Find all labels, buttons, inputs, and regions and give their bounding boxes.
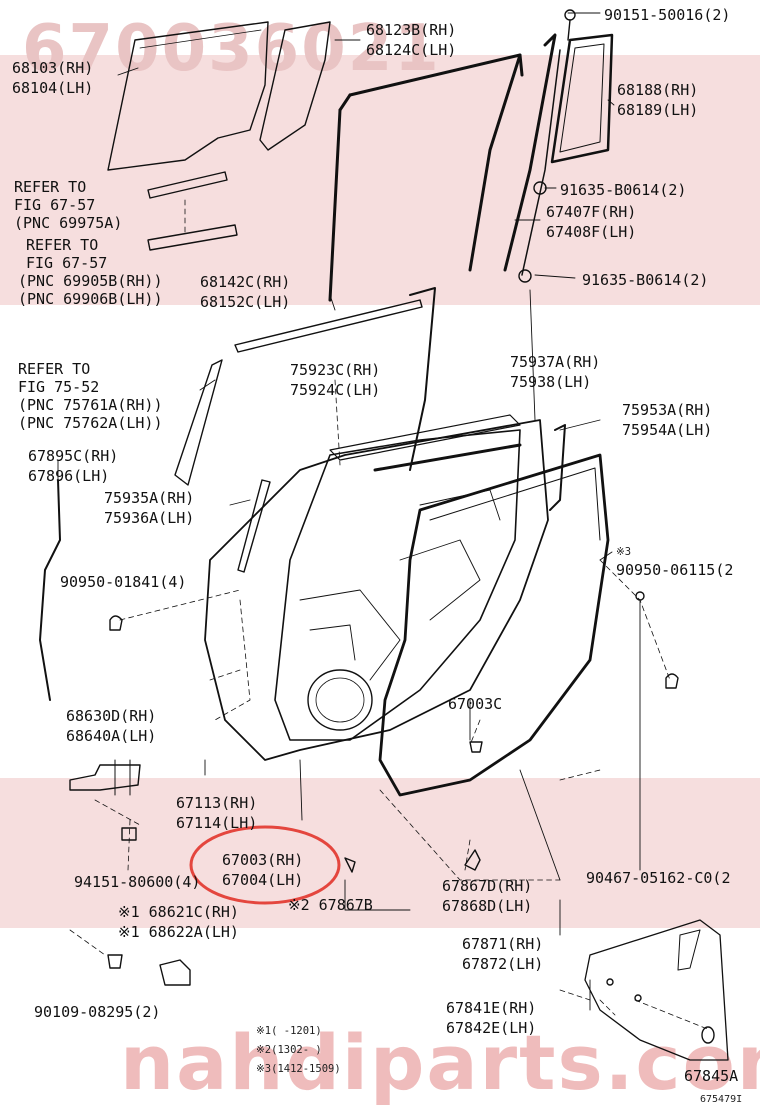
label-67003c: 67003C <box>448 695 503 713</box>
label-90109: 90109-08295(2) <box>34 1003 161 1021</box>
figure-id: 675479I <box>700 1094 743 1105</box>
label-68142c: 68142C(RH)68152C(LH) <box>200 273 291 311</box>
label-68103: 68103(RH)68104(LH) <box>12 59 94 97</box>
label-90467: 90467-05162-C0(2 <box>586 869 731 887</box>
label-75953a: 75953A(RH)75954A(LH) <box>622 401 713 439</box>
watermark-band-bottom <box>0 778 760 928</box>
label-67867d: 67867D(RH)67868D(LH) <box>442 877 533 915</box>
label-67841e: 67841E(RH)67842E(LH) <box>446 999 537 1037</box>
label-75923c: 75923C(RH)75924C(LH) <box>290 361 381 399</box>
label-90950-06115: 90950-06115(2 <box>616 561 734 579</box>
label-91635-a: 91635-B0614(2) <box>560 181 687 199</box>
footnote-1: ※1( -1201) <box>256 1025 322 1037</box>
footnotes: ※1( -1201) ※2(1302- ) ※3(1412-1509) <box>256 1022 341 1079</box>
label-67895c: 67895C(RH)67896(LH) <box>28 447 119 485</box>
label-90151: 90151-50016(2) <box>604 6 731 24</box>
label-90950-01841: 90950-01841(4) <box>60 573 187 591</box>
label-67113: 67113(RH)67114(LH) <box>176 794 258 832</box>
label-67867b: ※2 67867B <box>288 896 373 914</box>
label-68123b: 68123B(RH)68124C(LH) <box>366 21 457 59</box>
watermark-band-top <box>0 55 760 305</box>
watermark-brand: nahdiparts.com <box>120 1018 760 1107</box>
label-note-3-top: ※3 <box>616 546 632 558</box>
watermark-part-number: 670036021 <box>22 12 441 86</box>
footnote-3: ※3(1412-1509) <box>256 1063 341 1075</box>
label-91635-b: 91635-B0614(2) <box>582 271 709 289</box>
label-75935a: 75935A(RH)75936A(LH) <box>104 489 195 527</box>
label-67845a: 67845A <box>684 1067 739 1085</box>
label-67003: 67003(RH)67004(LH) <box>222 851 304 889</box>
footnote-2: ※2(1302- ) <box>256 1044 322 1056</box>
label-67871: 67871(RH)67872(LH) <box>462 935 544 973</box>
label-68630d: 68630D(RH)68640A(LH) <box>66 707 157 745</box>
label-67407f: 67407F(RH)67408F(LH) <box>546 203 637 241</box>
highlight-circle <box>189 825 341 905</box>
label-68188: 68188(RH)68189(LH) <box>617 81 699 119</box>
label-75937a: 75937A(RH)75938(LH) <box>510 353 601 391</box>
label-94151: 94151-80600(4) <box>74 873 201 891</box>
label-68621c: ※1 68621C(RH)※1 68622A(LH) <box>118 903 239 941</box>
label-refer-pnc-69905: (PNC 69905B(RH))(PNC 69906B(LH)) <box>18 272 163 308</box>
